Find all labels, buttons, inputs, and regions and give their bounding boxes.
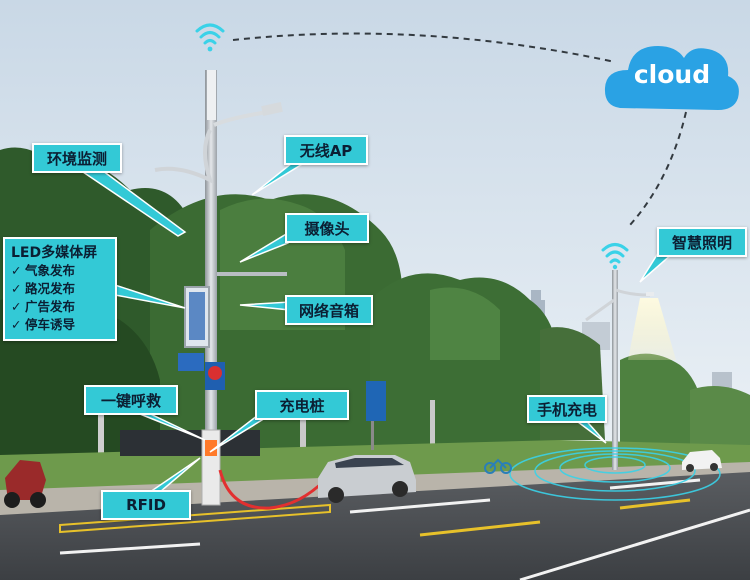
wifi-icon: [601, 243, 629, 270]
label-sos: 一键呼救: [84, 385, 178, 415]
led-item: ✓气象发布: [11, 263, 76, 278]
check-icon: ✓: [11, 263, 22, 278]
check-icon: ✓: [11, 299, 22, 314]
led-item: ✓停车诱导: [11, 317, 76, 332]
label-wireless-ap: 无线AP: [284, 135, 368, 165]
wireless-charging-waves: [509, 447, 721, 501]
white-car: [682, 450, 722, 472]
label-phone-charging: 手机充电: [527, 395, 607, 423]
label-smart-lighting: 智慧照明: [657, 227, 747, 257]
check-icon: ✓: [11, 281, 22, 296]
wifi-icon: [195, 23, 225, 52]
cloud-text: cloud: [633, 60, 711, 89]
road-sign: [366, 381, 386, 450]
label-network-speaker: 网络音箱: [285, 295, 373, 325]
led-screen-panel: LED多媒体屏 ✓气象发布 ✓路况发布 ✓广告发布 ✓停车诱导: [3, 237, 117, 341]
main-smart-pole: [154, 70, 327, 510]
road: [0, 472, 750, 580]
cloud-icon: [604, 46, 739, 110]
suv-car: [318, 455, 416, 503]
label-charging-pile: 充电桩: [255, 390, 349, 420]
label-rfid: RFID: [101, 490, 191, 520]
led-screen-title: LED多媒体屏: [11, 245, 98, 261]
cloud-links: [232, 32, 687, 226]
check-icon: ✓: [11, 317, 22, 332]
led-item: ✓广告发布: [11, 299, 76, 314]
bicycle: [484, 458, 512, 474]
label-env-monitor: 环境监测: [32, 143, 122, 173]
motorcycle: [4, 460, 46, 508]
secondary-smart-pole: [585, 270, 676, 470]
label-camera: 摄像头: [285, 213, 369, 243]
light-beam: [628, 298, 676, 360]
led-item: ✓路况发布: [11, 281, 76, 296]
